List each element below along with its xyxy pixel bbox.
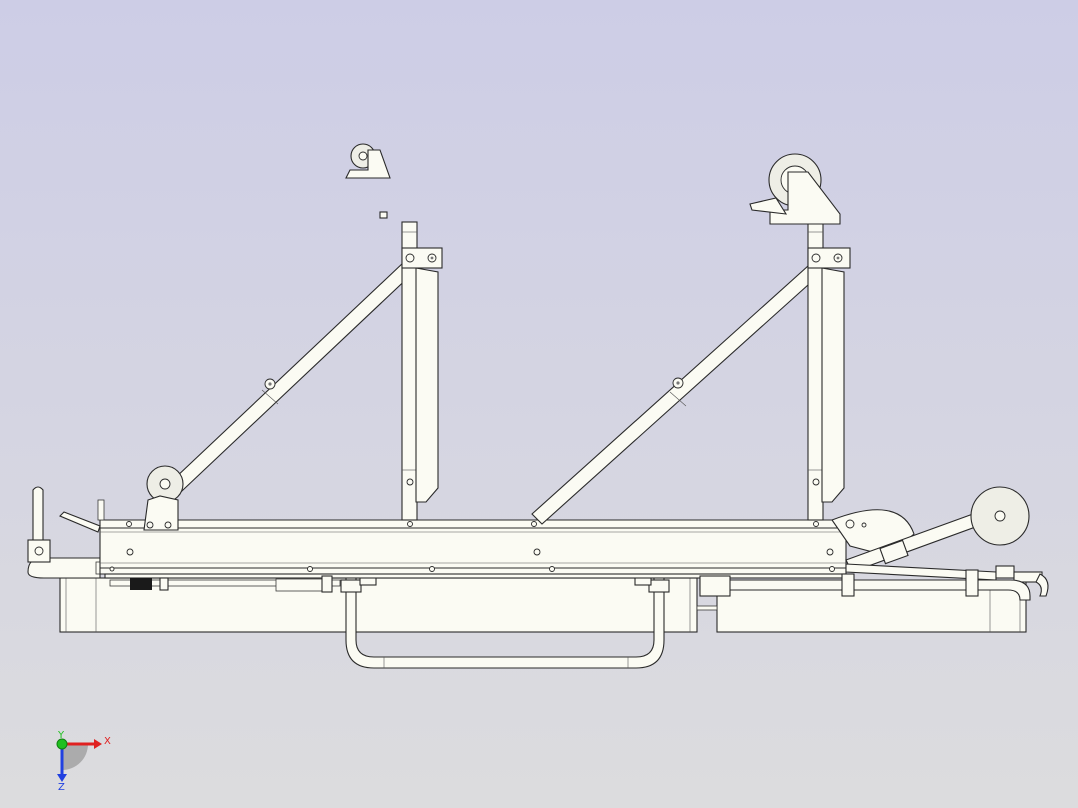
coordinate-triad: X Y Z (56, 730, 111, 793)
left-post[interactable] (401, 221, 443, 521)
main-rail[interactable] (99, 519, 847, 579)
right-arm[interactable] (845, 505, 1001, 581)
left-wheel[interactable] (143, 465, 184, 531)
triad-shade (62, 744, 88, 770)
triad-z-label: Z (58, 782, 65, 793)
triad-x-arrow (94, 739, 102, 749)
lower-tube[interactable] (109, 575, 341, 593)
right-post[interactable] (807, 221, 851, 521)
triad-origin (56, 738, 68, 750)
spacer-block[interactable] (379, 211, 388, 219)
right-lower-tube[interactable] (699, 569, 1031, 601)
triad-y-label: Y (57, 730, 65, 741)
large-caster[interactable] (749, 153, 841, 225)
right-wheel[interactable] (970, 486, 1030, 546)
triad-x-label: X (104, 736, 111, 747)
triad-z-arrow (57, 774, 67, 782)
right-coupler[interactable] (995, 565, 1049, 597)
small-caster[interactable] (345, 143, 391, 179)
left-hook-handle[interactable] (27, 486, 107, 579)
foot-pedal[interactable] (59, 499, 105, 533)
